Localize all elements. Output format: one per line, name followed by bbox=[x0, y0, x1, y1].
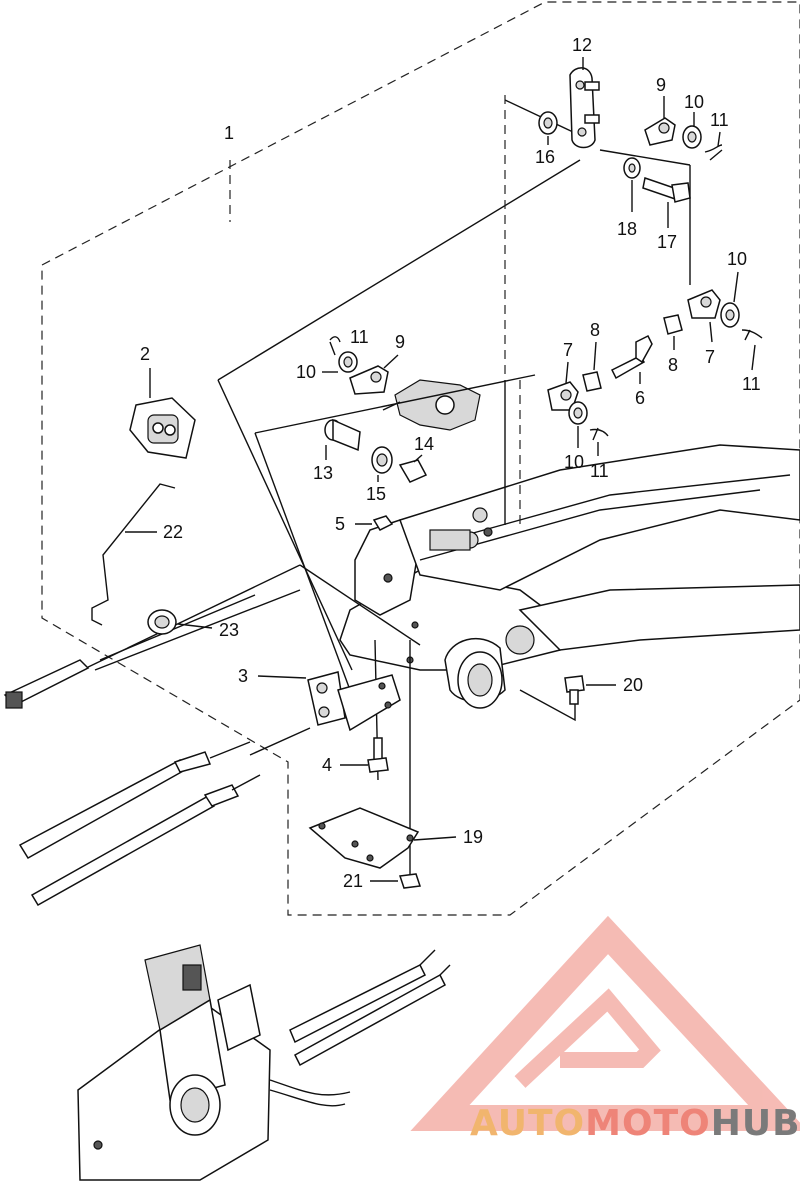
part-label-19: 19 bbox=[463, 827, 483, 847]
part-label-16: 16 bbox=[535, 147, 555, 167]
watermark-word-auto: AUTO bbox=[470, 1103, 586, 1144]
part-11-clip-left bbox=[329, 336, 341, 356]
assembly-boundary bbox=[41, 1, 800, 916]
part-15-bushing bbox=[371, 446, 393, 474]
part-14-spacer bbox=[398, 459, 428, 483]
part-label-22: 22 bbox=[163, 522, 183, 542]
part-label-11-mid: 11 bbox=[590, 461, 609, 481]
mounting-bracket bbox=[339, 444, 800, 709]
part-11-clip-top bbox=[704, 144, 723, 161]
watermark-logo bbox=[410, 915, 800, 1131]
part-7-joint-right bbox=[687, 289, 721, 319]
part-label-23: 23 bbox=[219, 620, 239, 640]
part-20-bolt bbox=[564, 675, 585, 705]
part-10-washer-right bbox=[720, 302, 740, 328]
part-2-grommet bbox=[129, 397, 196, 459]
part-label-12: 12 bbox=[572, 35, 592, 55]
part-10-washer-mid bbox=[568, 401, 588, 425]
part-label-2: 2 bbox=[140, 344, 150, 364]
part-label-6: 6 bbox=[635, 388, 645, 408]
part-label-7-right: 7 bbox=[705, 347, 715, 367]
part-21-nut bbox=[398, 873, 422, 889]
part-label-1: 1 bbox=[224, 123, 234, 143]
part-9-joint-top bbox=[644, 117, 676, 146]
leader-lines bbox=[81, 95, 691, 880]
control-cables bbox=[18, 741, 261, 907]
part-label-11-right: 11 bbox=[742, 374, 761, 394]
part-label-21: 21 bbox=[343, 871, 363, 891]
part-4-bolt bbox=[367, 737, 389, 773]
part-22-bent-rod bbox=[91, 483, 176, 626]
part-label-17: 17 bbox=[657, 232, 677, 252]
part-10-washer-top bbox=[682, 125, 702, 149]
watermark-wordmark: AUTOMOTOHUB bbox=[470, 1103, 800, 1144]
watermark-word-moto: MOTO bbox=[585, 1103, 711, 1144]
part-label-10-right: 10 bbox=[727, 249, 747, 269]
watermark-word-hub: HUB bbox=[710, 1103, 800, 1144]
part-9-joint-left bbox=[349, 365, 389, 395]
part-11-clip-mid bbox=[589, 427, 609, 441]
part-label-15: 15 bbox=[366, 484, 386, 504]
part-7-joint-left bbox=[547, 381, 579, 411]
shift-rod bbox=[3, 659, 90, 709]
part-12-link-plate bbox=[569, 67, 600, 149]
part-label-8-right: 8 bbox=[668, 355, 678, 375]
part-label-13: 13 bbox=[313, 463, 333, 483]
part-label-3: 3 bbox=[238, 666, 248, 686]
part-label-20: 20 bbox=[623, 675, 643, 695]
inset-detail-icon bbox=[382, 379, 481, 431]
part-label-10-mid: 10 bbox=[564, 452, 584, 472]
part-17-bolt bbox=[642, 177, 691, 203]
part-label-5: 5 bbox=[335, 514, 345, 534]
part-label-9-top: 9 bbox=[656, 75, 666, 95]
part-label-8-left: 8 bbox=[590, 320, 600, 340]
part-18-washer bbox=[623, 157, 641, 179]
label-leaders bbox=[125, 57, 756, 882]
part-label-10-top: 10 bbox=[684, 92, 704, 112]
part-label-4: 4 bbox=[322, 755, 332, 775]
part-label-10-left: 10 bbox=[296, 362, 316, 382]
part-8-collar-left bbox=[582, 371, 602, 392]
part-label-11-top: 11 bbox=[710, 110, 729, 130]
part-10-washer-left bbox=[338, 351, 358, 373]
part-13-pin bbox=[324, 418, 361, 452]
part-11-clip-right bbox=[741, 329, 763, 341]
part-3-cable-clamp bbox=[307, 671, 401, 732]
part-label-14: 14 bbox=[414, 434, 434, 454]
part-6-rod bbox=[610, 334, 653, 380]
part-8-collar-right bbox=[663, 314, 683, 335]
part-23-grommet bbox=[147, 609, 177, 635]
part-label-9-left: 9 bbox=[395, 332, 405, 352]
part-label-7-left: 7 bbox=[563, 340, 573, 360]
remote-control-box bbox=[77, 944, 451, 1181]
part-19-plate bbox=[308, 807, 420, 869]
part-5-nut bbox=[372, 515, 394, 531]
part-16-washer bbox=[538, 111, 558, 135]
part-label-11-left: 11 bbox=[350, 327, 369, 347]
part-label-18: 18 bbox=[617, 219, 637, 239]
